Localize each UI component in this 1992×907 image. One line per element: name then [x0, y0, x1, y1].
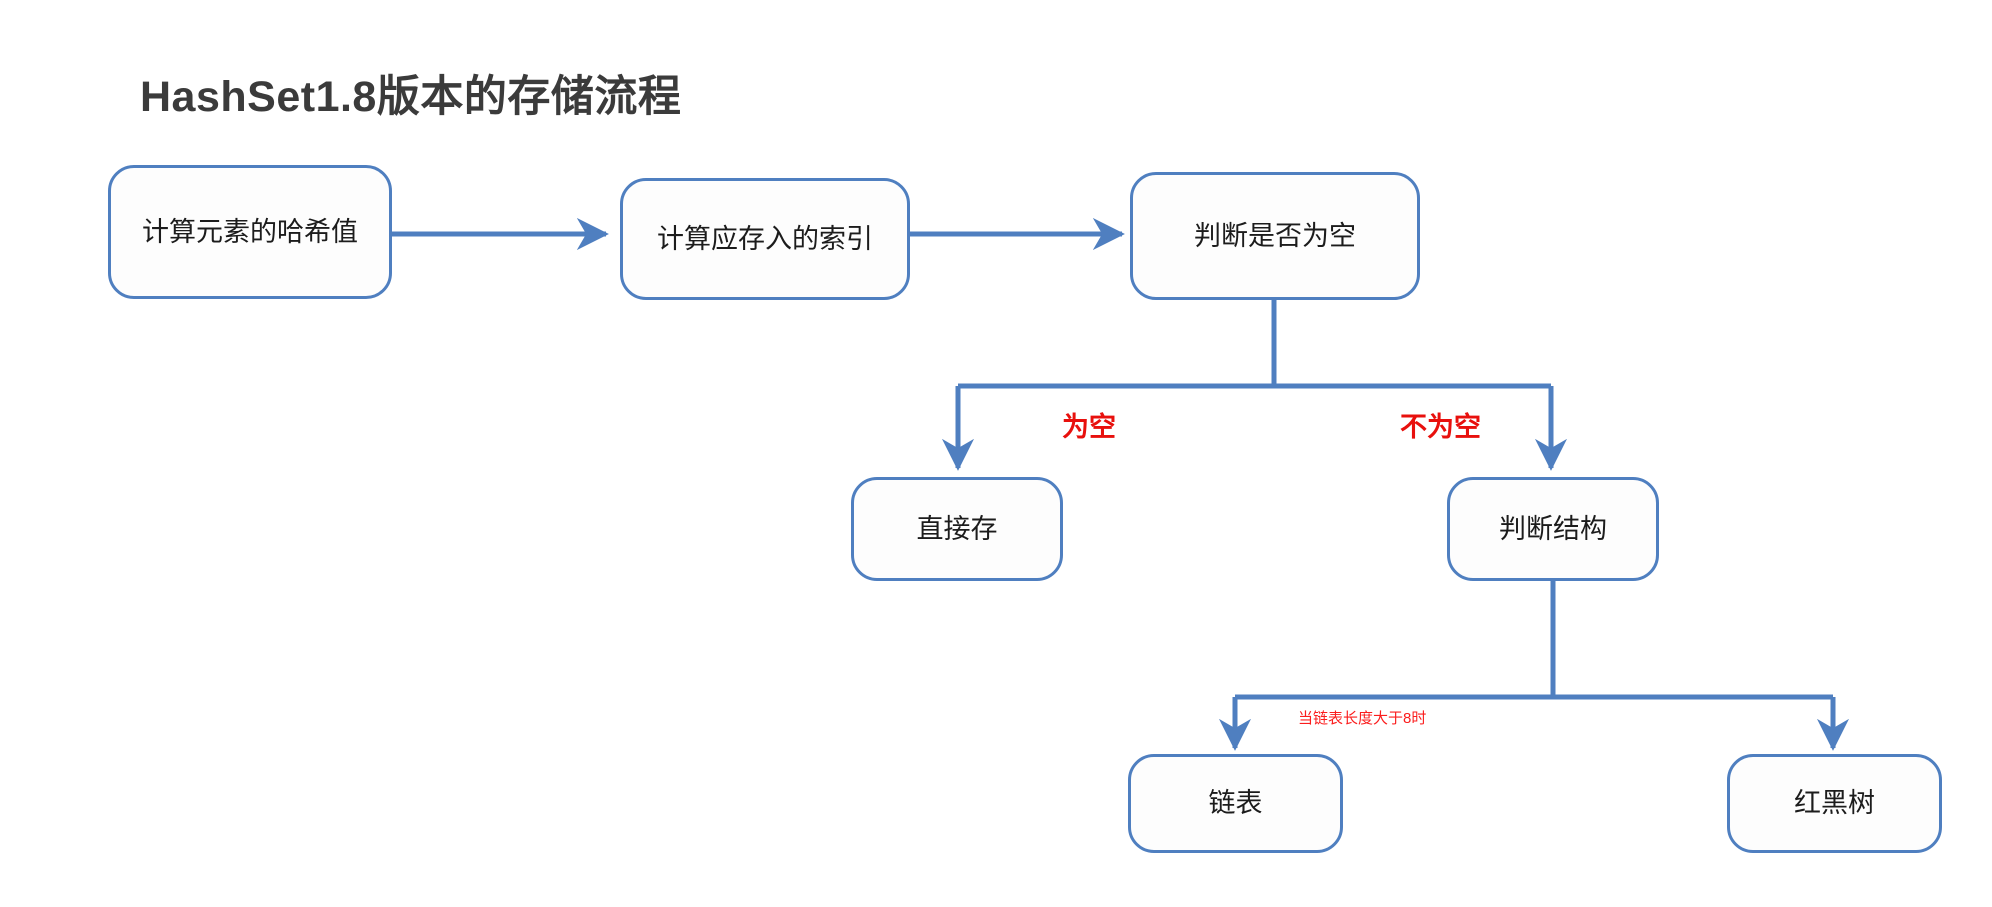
node-index-label: 计算应存入的索引 [657, 223, 873, 254]
node-hash-label: 计算元素的哈希值 [142, 216, 358, 247]
node-store-direct-label: 直接存 [916, 513, 998, 544]
node-linked-list[interactable]: 链表 [1128, 754, 1343, 853]
note-treeify-threshold: 当链表长度大于8时 [1298, 710, 1427, 727]
branch-label-empty: 为空 [1062, 412, 1116, 442]
page-title: HashSet1.8版本的存储流程 [140, 73, 682, 121]
node-check-empty[interactable]: 判断是否为空 [1130, 172, 1420, 300]
node-index[interactable]: 计算应存入的索引 [620, 178, 910, 300]
node-check-struct[interactable]: 判断结构 [1447, 477, 1659, 581]
node-hash[interactable]: 计算元素的哈希值 [108, 165, 392, 299]
node-check-empty-label: 判断是否为空 [1194, 220, 1356, 251]
node-red-black-tree-label: 红黑树 [1794, 788, 1875, 818]
node-store-direct[interactable]: 直接存 [851, 477, 1063, 581]
node-check-struct-label: 判断结构 [1499, 513, 1607, 544]
branch-label-not-empty: 不为空 [1400, 412, 1481, 442]
node-red-black-tree[interactable]: 红黑树 [1727, 754, 1942, 853]
node-linked-list-label: 链表 [1208, 788, 1263, 818]
